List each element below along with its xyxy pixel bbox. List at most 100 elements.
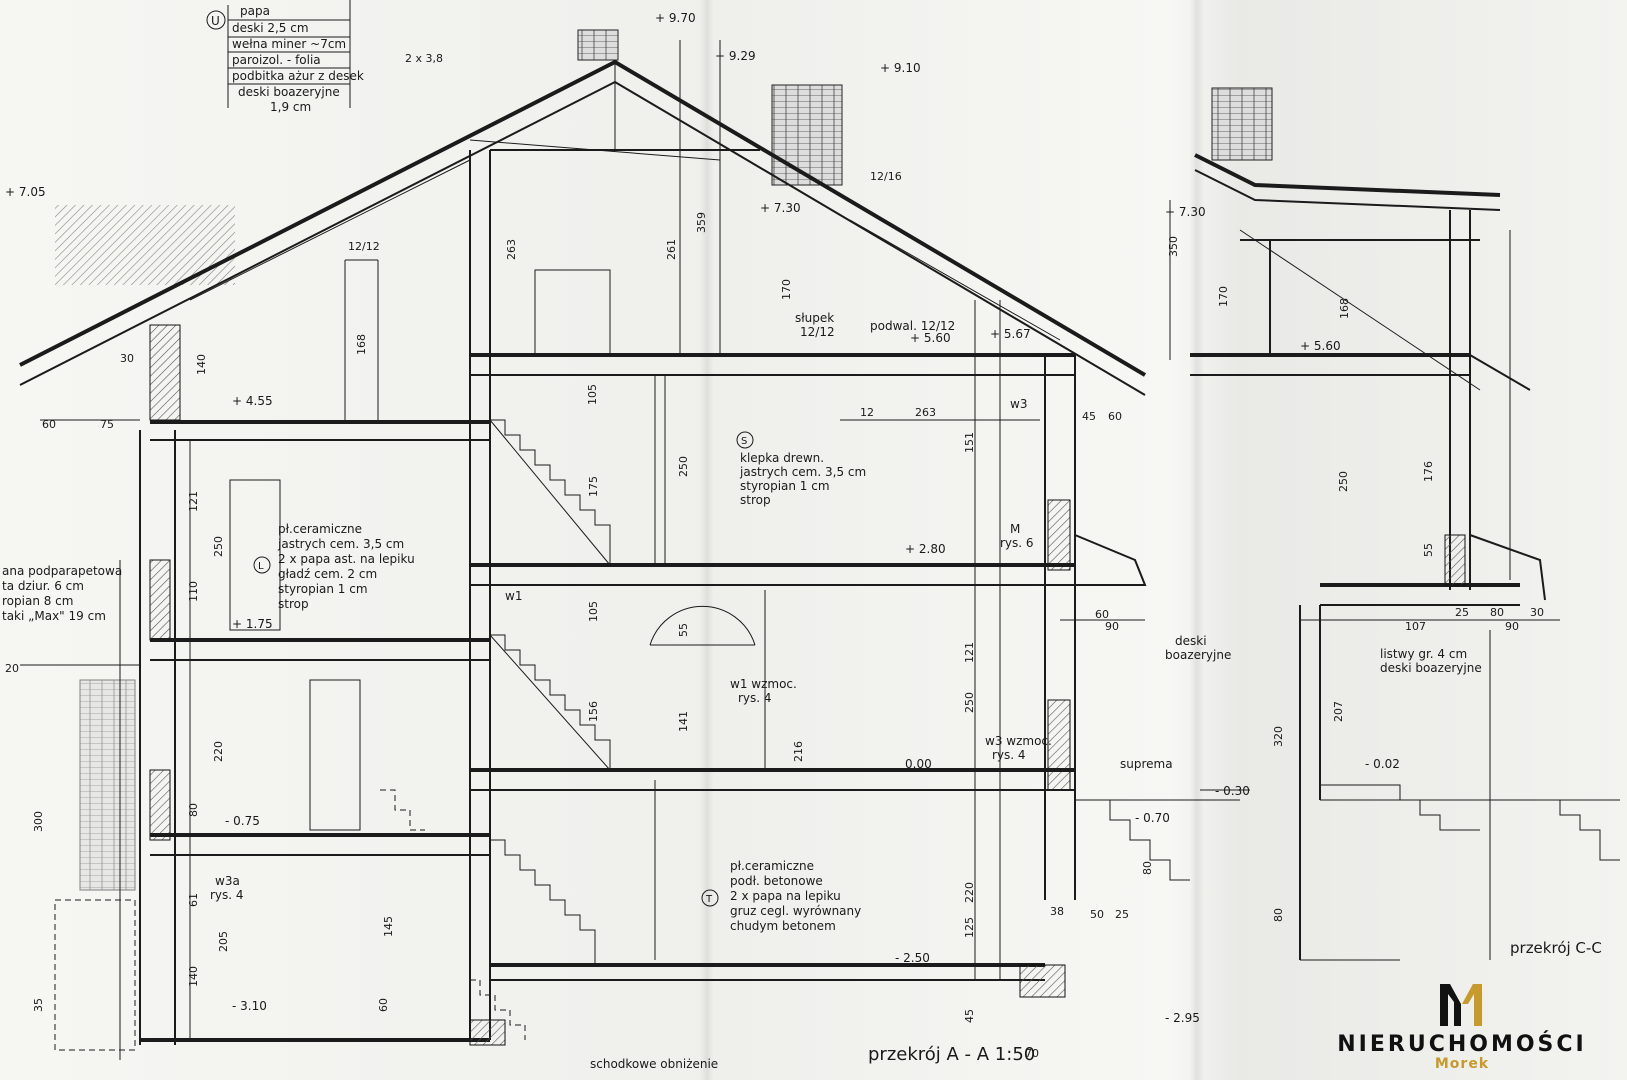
note-mark-l: L <box>258 561 264 572</box>
paper-fold <box>1190 0 1204 1080</box>
dimension-lines <box>20 40 1560 1060</box>
note-w3-wzmoc: rys. 4 <box>992 748 1026 762</box>
note-l-line: pł.ceramiczne <box>278 522 362 536</box>
elevation-label: + 7.30 <box>760 201 801 215</box>
note-deski: boazeryjne <box>1165 648 1231 662</box>
section-cc <box>1190 153 1620 961</box>
elevation-label: - 3.10 <box>232 999 267 1013</box>
dimension-text: 30 <box>1530 606 1544 619</box>
elevation-label: + 7.30 <box>1165 205 1206 219</box>
dimension-text: 121 <box>187 491 200 512</box>
note-t-line: 2 x papa na lepiku <box>730 889 841 903</box>
dimension-text: 90 <box>1105 620 1119 633</box>
note-left-line: taki „Max" 19 cm <box>2 609 106 623</box>
legend-line-4: paroizol. - folia <box>232 53 321 67</box>
dimension-text: 168 <box>355 334 368 355</box>
section-aa-walls <box>139 150 1076 1045</box>
section-cc-title: przekrój C-C <box>1510 939 1602 957</box>
note-listwy: listwy gr. 4 cm <box>1380 647 1467 661</box>
dimension-text: 216 <box>792 741 805 762</box>
dimension-text: 261 <box>665 239 678 260</box>
note-l-line: jastrych cem. 3,5 cm <box>277 537 404 551</box>
note-listwy: deski boazeryjne <box>1380 661 1482 675</box>
dimension-text: 80 <box>1490 606 1504 619</box>
dimension-text: 55 <box>1422 543 1435 557</box>
elevation-label: + 9.29 <box>715 49 756 63</box>
staircases <box>380 419 1250 1040</box>
dimension-text: 176 <box>1422 461 1435 482</box>
elevation-label: - 0.02 <box>1365 757 1400 771</box>
legend-line-1: papa <box>240 4 270 18</box>
dimension-text: 60 <box>42 418 56 431</box>
elevation-label: - 2.50 <box>895 951 930 965</box>
dimension-text: 250 <box>1337 471 1350 492</box>
annotations: S klepka drewn. jastrych cem. 3,5 cm sty… <box>2 311 1482 1071</box>
legend-line-7: 1,9 cm <box>270 100 311 114</box>
dimension-text: 145 <box>382 916 395 937</box>
dimension-text: 60 <box>1095 608 1109 621</box>
note-m-rys: M <box>1010 522 1020 536</box>
company-logo: NIERUCHOMOŚCI Morek <box>1312 980 1612 1072</box>
dimension-text: 250 <box>963 692 976 713</box>
elevation-label: + 4.55 <box>232 394 273 408</box>
dimension-text: 140 <box>195 354 208 375</box>
note-t-line: pł.ceramiczne <box>730 859 814 873</box>
dimension-text: 107 <box>1405 620 1426 633</box>
note-left-line: ropian 8 cm <box>2 594 73 608</box>
dimension-text: 12 <box>860 406 874 419</box>
dimension-text: 105 <box>586 384 599 405</box>
elevation-label: + 2.80 <box>905 542 946 556</box>
dimension-text: 250 <box>212 536 225 557</box>
note-t-line: gruz cegl. wyrównany <box>730 904 861 918</box>
dimension-values: 2 x 3,8 12/16 263 261 359 170 12/12 168 … <box>5 52 1544 1060</box>
elevation-label: + 9.10 <box>880 61 921 75</box>
dimension-text: 105 <box>587 601 600 622</box>
dimension-text: 45 <box>1082 410 1096 423</box>
dimension-text: 125 <box>963 917 976 938</box>
dimension-text: 263 <box>505 239 518 260</box>
dimension-text: 141 <box>677 711 690 732</box>
dimension-text: 170 <box>780 279 793 300</box>
dimension-text: 90 <box>1505 620 1519 633</box>
dimension-text: 156 <box>587 701 600 722</box>
note-s-line: strop <box>740 493 771 507</box>
dimension-text: 50 <box>1090 908 1104 921</box>
elevation-label: + 5.60 <box>1300 339 1341 353</box>
dimension-text: 140 <box>187 966 200 987</box>
note-s-line: styropian 1 cm <box>740 479 830 493</box>
dimension-text: 205 <box>217 931 230 952</box>
logo-subname: Morek <box>1434 1056 1490 1072</box>
dimension-text: 80 <box>1141 861 1154 875</box>
dimension-text: 320 <box>1272 726 1285 747</box>
note-left-line: ana podparapetowa <box>2 564 122 578</box>
chimney-middle <box>771 84 843 186</box>
dimension-text: 168 <box>1338 298 1351 319</box>
dimension-text: 45 <box>963 1009 976 1023</box>
dimension-text: 60 <box>377 998 390 1012</box>
hatched-roof-mass <box>55 205 235 285</box>
elevation-label: + 7.05 <box>5 185 46 199</box>
dimension-text: 25 <box>1115 908 1129 921</box>
dimension-text: 359 <box>695 212 708 233</box>
note-w1: w1 <box>505 589 522 603</box>
attic-opening <box>534 269 611 356</box>
note-slupek: 12/12 <box>800 325 835 339</box>
dimension-text: 12/16 <box>870 170 902 183</box>
elevation-label: - 0.70 <box>1135 811 1170 825</box>
note-podwal: podwal. 12/12 <box>870 319 955 333</box>
elevation-label: + 5.67 <box>990 327 1031 341</box>
note-l-line: 2 x papa ast. na lepiku <box>278 552 415 566</box>
dimension-text: 110 <box>187 581 200 602</box>
note-schodkowe: schodkowe obniżenie <box>590 1057 718 1071</box>
note-suprema: suprema <box>1120 757 1173 771</box>
legend-mark: U <box>211 14 220 28</box>
dimension-text: 121 <box>963 642 976 663</box>
note-w3: w3 <box>1010 397 1027 411</box>
dimension-text: 80 <box>187 803 200 817</box>
note-deski: deski <box>1175 634 1207 648</box>
elevation-label: - 2.95 <box>1165 1011 1200 1025</box>
elevation-label: - 0.75 <box>225 814 260 828</box>
dimension-text: 30 <box>120 352 134 365</box>
floor-slabs <box>140 353 1147 1046</box>
